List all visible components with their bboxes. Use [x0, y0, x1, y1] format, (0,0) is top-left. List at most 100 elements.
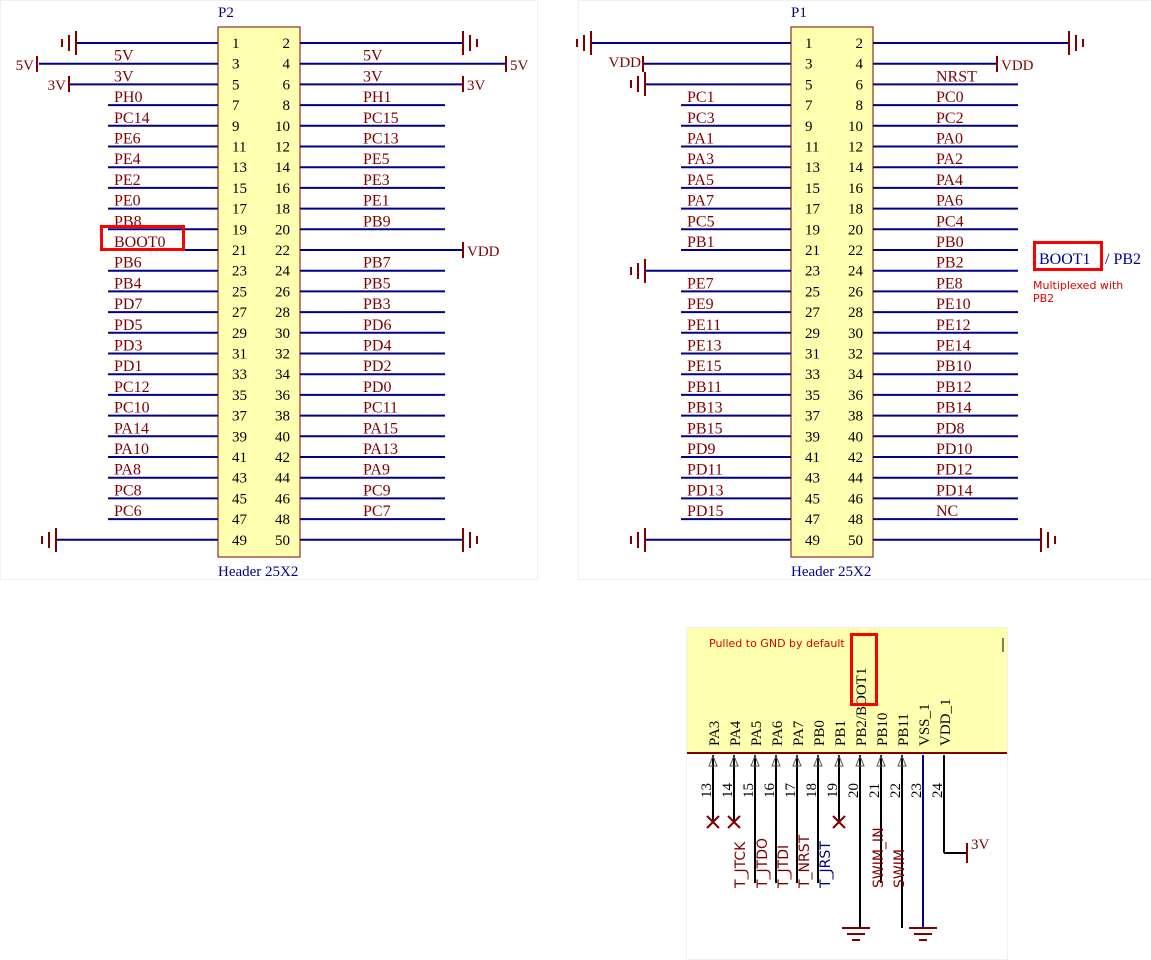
ic-pin-name: PA5 — [749, 721, 765, 746]
p2-net-label-left: PC6 — [114, 503, 142, 520]
ic-pin-number: 22 — [888, 783, 904, 798]
p1-net-label-left: PD13 — [687, 482, 723, 499]
p2-net-label-left: PD7 — [114, 296, 142, 313]
p1-pin-number-odd: 23 — [805, 264, 820, 280]
p2-part-name: Header 25X2 — [218, 564, 298, 580]
p1-pin-number-even: 2 — [856, 36, 864, 52]
p1-net-label-left: PA3 — [687, 151, 714, 168]
p1-pin-number-odd: 17 — [805, 202, 821, 218]
ic-pin-name: PB1 — [833, 720, 849, 746]
p2-pin-number-even: 46 — [275, 491, 291, 507]
p2-pin-number-odd: 27 — [232, 305, 248, 321]
p1-pin-number-odd: 7 — [805, 98, 813, 114]
ic-pin-name: PA7 — [791, 720, 807, 746]
p1-net-label-right: PD14 — [936, 482, 972, 499]
p1-net-label-right: PD12 — [936, 462, 972, 479]
p1-pin-number-odd: 21 — [805, 243, 820, 259]
multiplexed-note: Multiplexed with PB2 — [1033, 279, 1124, 305]
p2-pin-number-odd: 39 — [232, 429, 247, 445]
ic-no-connect-mark — [727, 815, 741, 829]
ic-pin-number: 23 — [909, 783, 925, 798]
p1-net-label-left: PA1 — [687, 131, 714, 148]
p2-net-label-right: 5V — [363, 48, 383, 65]
ic-no-connect-mark — [832, 815, 846, 829]
p2-net-label-left: PA10 — [114, 441, 149, 458]
p1-pin-number-odd: 39 — [805, 429, 820, 445]
p1-pin-number-even: 50 — [848, 533, 863, 549]
p2-pin-number-odd: 21 — [232, 243, 247, 259]
ic-pin-io-marker — [708, 754, 718, 767]
ic-pin-number: 13 — [699, 783, 715, 798]
p2-power-3v-left-label: 3V — [48, 78, 67, 94]
p2-ground-bottom-right — [462, 528, 478, 552]
ic-pin-name: PB11 — [896, 713, 912, 746]
p1-pin-number-odd: 11 — [805, 140, 819, 156]
p1-pin-number-even: 10 — [848, 119, 863, 135]
p1-pin-number-even: 24 — [848, 264, 864, 280]
p1-net-label-left: PC5 — [687, 213, 715, 230]
p1-pin-number-even: 38 — [848, 409, 863, 425]
p2-pin-number-odd: 35 — [232, 388, 247, 404]
p2-net-label-left: PC8 — [114, 482, 142, 499]
p2-body — [217, 26, 301, 558]
p2-pin-number-even: 12 — [275, 140, 290, 156]
ic-pin-number: 24 — [930, 783, 946, 799]
p1-pin-number-even: 34 — [848, 367, 864, 383]
p1-pin-number-even: 26 — [848, 284, 864, 300]
p2-net-label-right: PC7 — [363, 503, 391, 520]
ic-pin-name: PA6 — [770, 720, 786, 746]
ic-pin-number: 15 — [741, 783, 757, 798]
p2-ground-bottom-left — [41, 528, 57, 552]
pulled-gnd-note: Pulled to GND by default — [709, 637, 845, 650]
ic-net-label: T_NRST — [797, 834, 813, 889]
p2-pin-number-odd: 47 — [232, 512, 248, 528]
p2-pin-number-odd: 41 — [232, 450, 247, 466]
p1-net-label-left: PD11 — [687, 462, 723, 479]
p2-pin-number-even: 40 — [275, 429, 290, 445]
p1-pin-number-even: 20 — [848, 222, 863, 238]
p1-net-label-left: PA7 — [687, 193, 714, 210]
p1-pin-number-odd: 29 — [805, 326, 820, 342]
p2-net-label-right: PE1 — [363, 193, 390, 210]
boot1-pin-highlight-box — [850, 633, 878, 706]
p1-pin-number-odd: 19 — [805, 222, 820, 238]
p1-pin-number-odd: 25 — [805, 284, 820, 300]
p1-pin-number-odd: 27 — [805, 305, 821, 321]
p1-net-label-right: PA2 — [936, 151, 963, 168]
p2-net-label-right: PH1 — [363, 89, 391, 106]
p1-part-name: Header 25X2 — [791, 564, 871, 580]
ic-pin-name: PB0 — [812, 720, 828, 746]
ic-pin-name: PB10 — [875, 713, 891, 746]
p1-pin-number-odd: 15 — [805, 181, 820, 197]
p1-net-label-left: PD15 — [687, 503, 723, 520]
ic-pin-name: VSS_1 — [917, 703, 933, 746]
p2-pin-number-even: 38 — [275, 409, 290, 425]
p1-net-label-left: PE7 — [687, 275, 714, 292]
p1-pin-number-odd: 35 — [805, 388, 820, 404]
p2-net-label-left: PC10 — [114, 400, 150, 417]
p2-pin-number-odd: 49 — [232, 533, 247, 549]
p1-pin-number-odd: 43 — [805, 471, 820, 487]
p2-net-label-right: PD6 — [363, 317, 391, 334]
p1-net-label-right: PC0 — [936, 89, 964, 106]
p2-pin-number-even: 4 — [283, 57, 291, 73]
p1-net-label-right: PE12 — [936, 317, 971, 334]
p2-net-label-right: PB7 — [363, 255, 391, 272]
ic-net-label: T_JRST — [818, 841, 834, 889]
p1-pin-number-odd: 41 — [805, 450, 820, 466]
p1-net-label-left: PB13 — [687, 400, 723, 417]
p2-pin-number-odd: 37 — [232, 409, 248, 425]
ic-pin-name: VDD_1 — [938, 699, 954, 747]
p1-pin-number-even: 40 — [848, 429, 863, 445]
p1-net-label-left: PC3 — [687, 110, 715, 127]
p1-net-label-left: PE9 — [687, 296, 714, 313]
p1-net-label-right: PB2 — [936, 255, 964, 272]
p1-ground-top-right — [1068, 31, 1084, 55]
p1-pin-number-odd: 5 — [805, 77, 813, 93]
p2-net-label-left: PH0 — [114, 89, 142, 106]
p2-pin-number-even: 50 — [275, 533, 290, 549]
p2-net-label-left: PB6 — [114, 255, 142, 272]
p1-net-label-right: PA4 — [936, 172, 963, 189]
p2-ground-top-right — [462, 31, 478, 55]
p2-net-label-left: PB4 — [114, 275, 142, 292]
